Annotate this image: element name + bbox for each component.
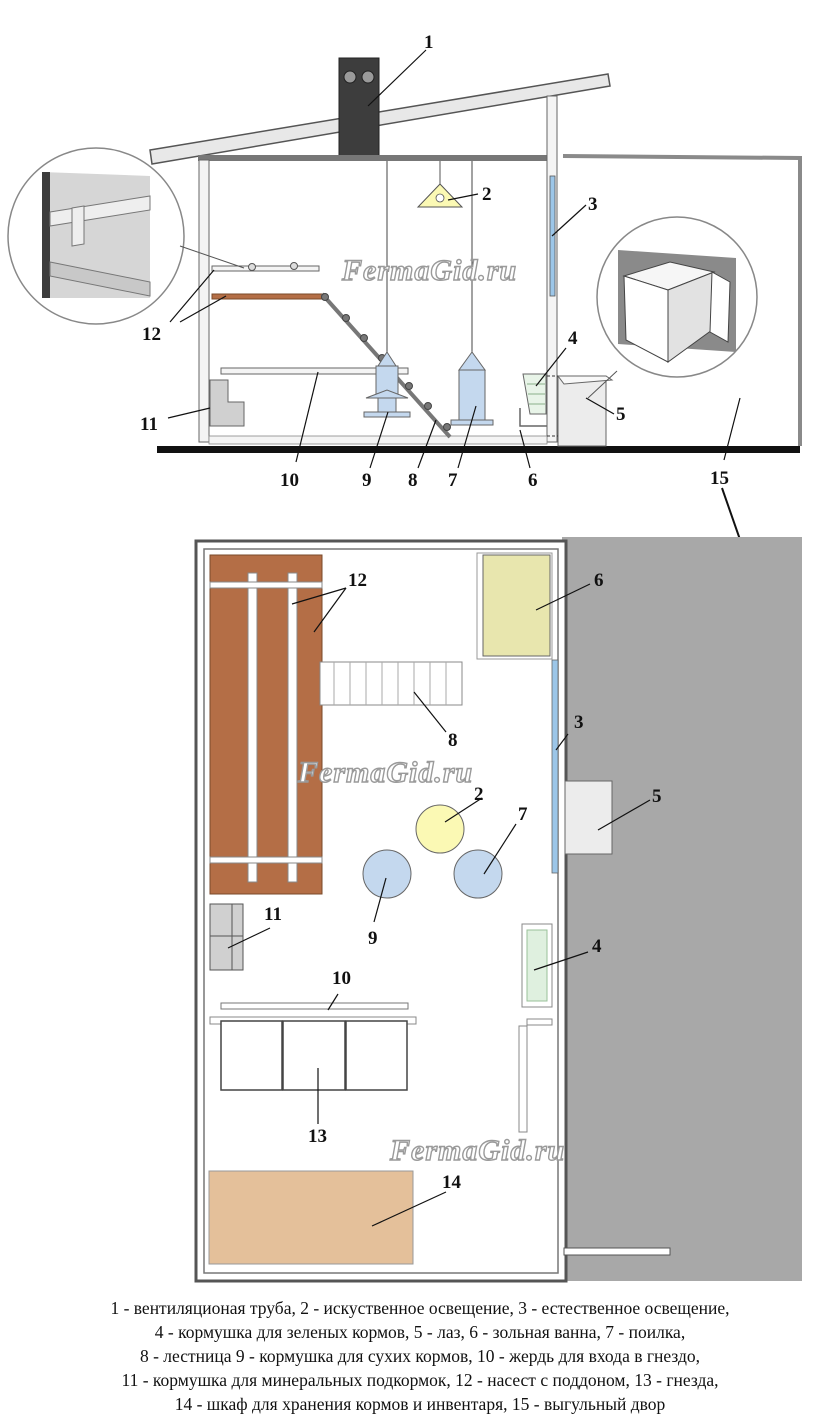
roost-peg	[290, 262, 298, 270]
floor	[157, 446, 800, 453]
callout-side-9: 9	[362, 470, 372, 491]
plan-leaders	[227, 583, 651, 1227]
callout-side-11: 11	[140, 414, 158, 435]
green-feeder	[522, 373, 547, 415]
callout-plan-10: 10	[332, 968, 351, 989]
callout-plan-12: 12	[348, 570, 367, 591]
nest-box	[345, 1020, 408, 1091]
legend-caption: 1 - вентиляционая труба, 2 - искуственно…	[0, 1296, 840, 1416]
roost-tray	[211, 293, 325, 300]
roost-detail-magnifier	[7, 147, 245, 325]
callout-plan-2: 2	[474, 784, 484, 805]
roof	[149, 73, 611, 165]
roost-crossbar	[209, 856, 323, 864]
drinker	[450, 351, 494, 426]
legend-line: 1 - вентиляционая труба, 2 - искуственно…	[110, 1298, 730, 1318]
nest-box	[282, 1020, 346, 1091]
nest-perch-plan	[220, 1002, 409, 1010]
hatch-plan	[564, 780, 613, 855]
callout-side-7: 7	[448, 470, 458, 491]
callout-side-1: 1	[424, 32, 434, 53]
legend-line: 11 - кормушка для минеральных подкормок,…	[121, 1370, 719, 1390]
yard-fence	[562, 154, 802, 446]
callout-side-10: 10	[280, 470, 299, 491]
ladder-plan	[319, 661, 463, 706]
watermark: FermaGid.ru	[341, 254, 517, 287]
green-feeder-inner	[526, 929, 548, 1002]
drinker-plan	[453, 849, 503, 899]
pipe-opening	[343, 70, 357, 84]
nest-perch	[220, 367, 409, 375]
callout-plan-14: 14	[442, 1172, 462, 1193]
callout-side-15: 15	[710, 468, 729, 489]
poultry-house-diagram: 1 2 3 4 5 6 7 8 9 10 11 12 15 FermaGid.r…	[7, 32, 802, 1283]
legend-line: 4 - кормушка для зеленых кормов, 5 - лаз…	[154, 1322, 686, 1342]
callout-plan-7: 7	[518, 804, 528, 825]
mineral-feeder	[209, 379, 245, 427]
callout-plan-11: 11	[264, 904, 282, 925]
roost-plan	[209, 554, 323, 895]
side-section-view: 1 2 3 4 5 6 7 8 9 10 11 12 15 FermaGid.r…	[7, 32, 802, 575]
callout-side-3: 3	[588, 194, 598, 215]
callout-plan-5: 5	[652, 786, 662, 807]
ash-bath	[519, 408, 547, 427]
callout-side-6: 6	[528, 470, 538, 491]
walking-yard	[562, 537, 802, 1281]
nest-box	[220, 1020, 283, 1091]
roost-bar	[247, 572, 258, 883]
callout-plan-13: 13	[308, 1126, 327, 1147]
callout-plan-4: 4	[592, 936, 602, 957]
callout-side-5: 5	[616, 404, 626, 425]
left-wall	[198, 159, 210, 443]
door-leaf	[518, 1025, 528, 1133]
callout-side-8: 8	[408, 470, 418, 491]
callout-plan-6: 6	[594, 570, 604, 591]
legend-line: 14 - шкаф для хранения кормов и инвентар…	[174, 1394, 666, 1414]
callout-side-2: 2	[482, 184, 492, 205]
callout-side-4: 4	[568, 328, 578, 349]
callout-plan-9: 9	[368, 928, 378, 949]
legend-line: 8 - лестница 9 - кормушка для сухих корм…	[139, 1346, 701, 1366]
storage-cabinet-plan	[208, 1170, 414, 1265]
callout-plan-3: 3	[574, 712, 584, 733]
hatch	[547, 375, 614, 447]
pipe-opening	[361, 70, 375, 84]
roost-crossbar	[209, 581, 323, 589]
roost-upper	[211, 265, 320, 272]
side-leaders	[167, 49, 753, 575]
dry-feeder-plan	[362, 849, 412, 899]
callout-plan-8: 8	[448, 730, 458, 751]
roost-bar	[287, 572, 298, 883]
lamp-plan	[415, 804, 465, 854]
door-frame	[526, 1018, 553, 1026]
yard-gate	[563, 1247, 671, 1256]
hatch-detail-magnifier	[587, 216, 758, 399]
window-plan	[551, 659, 559, 874]
floor-plan-view: 2 3 4 5 6 7 8 9 10 11 12 13 14 FermaGid.…	[194, 537, 802, 1283]
callout-side-12: 12	[142, 324, 161, 345]
mineral-feeder-plan	[209, 903, 244, 971]
ash-bath-plan	[482, 554, 551, 657]
watermark: FermaGid.ru	[297, 756, 473, 789]
watermark: FermaGid.ru	[389, 1134, 565, 1167]
roost-peg	[248, 263, 256, 271]
lamp-bulb	[435, 193, 445, 203]
ceiling-beam	[198, 155, 550, 161]
